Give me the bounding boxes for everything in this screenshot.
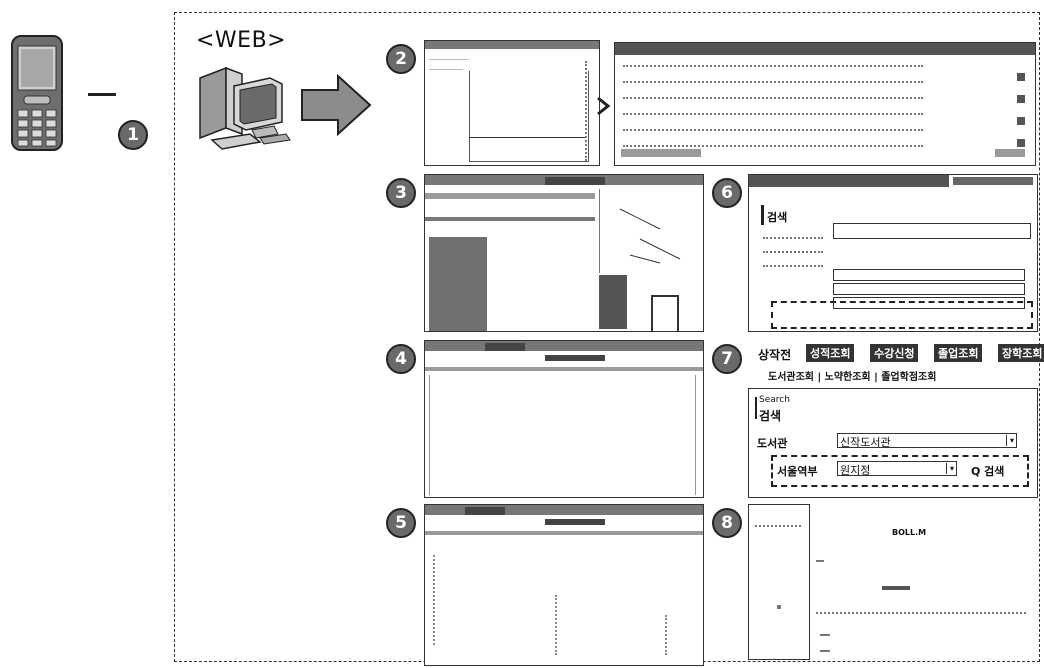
pointer-arrow-icon: [594, 94, 614, 118]
panel-7-tab-1[interactable]: 성적조회: [806, 344, 854, 362]
panel-7-field1-select[interactable]: 신작도서관: [837, 433, 1017, 448]
panel-6-section-title: 검색: [767, 209, 787, 225]
step-3-badge: 3: [386, 178, 416, 208]
panel-7-tab-2[interactable]: 수강신청: [870, 344, 918, 362]
panel-2-table: [614, 42, 1036, 166]
panel-7-search-small: Search: [759, 395, 790, 405]
panel-6-highlight-box: [771, 301, 1033, 329]
panel-5-browser: [424, 504, 704, 666]
panel-7-form: 상작전 성적조회 수강신청 졸업조회 장학조회 도서관조회 | 노약한조회 | …: [748, 340, 1036, 496]
phone-connector-line: [88, 93, 116, 96]
step-7-badge: 7: [712, 344, 742, 374]
panel-7-search-title: 검색: [759, 407, 781, 424]
step-6-badge: 6: [712, 178, 742, 208]
arrow-right-icon: [300, 74, 372, 136]
chevron-down-icon[interactable]: ▾: [946, 463, 957, 474]
chevron-down-icon[interactable]: ▾: [1006, 435, 1017, 446]
step-2-badge: 2: [386, 44, 416, 74]
panel-8-content: BOLL.M: [812, 504, 1036, 658]
panel-2-browser: [424, 40, 600, 166]
panel-7-subtabs[interactable]: 도서관조회 | 노약한조회 | 졸업학점조회: [768, 368, 936, 383]
step-8-badge: 8: [712, 508, 742, 538]
panel-7-field2-select[interactable]: 원지정: [837, 461, 957, 476]
step-5-badge: 5: [386, 508, 416, 538]
step-1-badge: 1: [118, 120, 148, 150]
step-4-badge: 4: [386, 344, 416, 374]
panel-7-tab-4[interactable]: 장학조회: [998, 344, 1044, 362]
computer-icon: [190, 56, 298, 154]
panel-6-form: 검색: [748, 174, 1038, 332]
panel-7-field2-label: 서울역부: [777, 463, 817, 479]
panel-7-search-button[interactable]: Q 검색: [971, 463, 1004, 479]
panel-8-sidebar: [748, 504, 810, 660]
panel-4-browser: [424, 340, 704, 498]
panel-3-browser: [424, 174, 704, 332]
panel-7-active-tab[interactable]: 상작전: [758, 346, 791, 363]
panel-7-tab-3[interactable]: 졸업조회: [934, 344, 982, 362]
web-label: <WEB>: [196, 28, 286, 53]
panel-8-title: BOLL.M: [892, 528, 926, 537]
mobile-phone-icon: [10, 34, 64, 152]
panel-7-field1-label: 도서관: [757, 435, 787, 451]
